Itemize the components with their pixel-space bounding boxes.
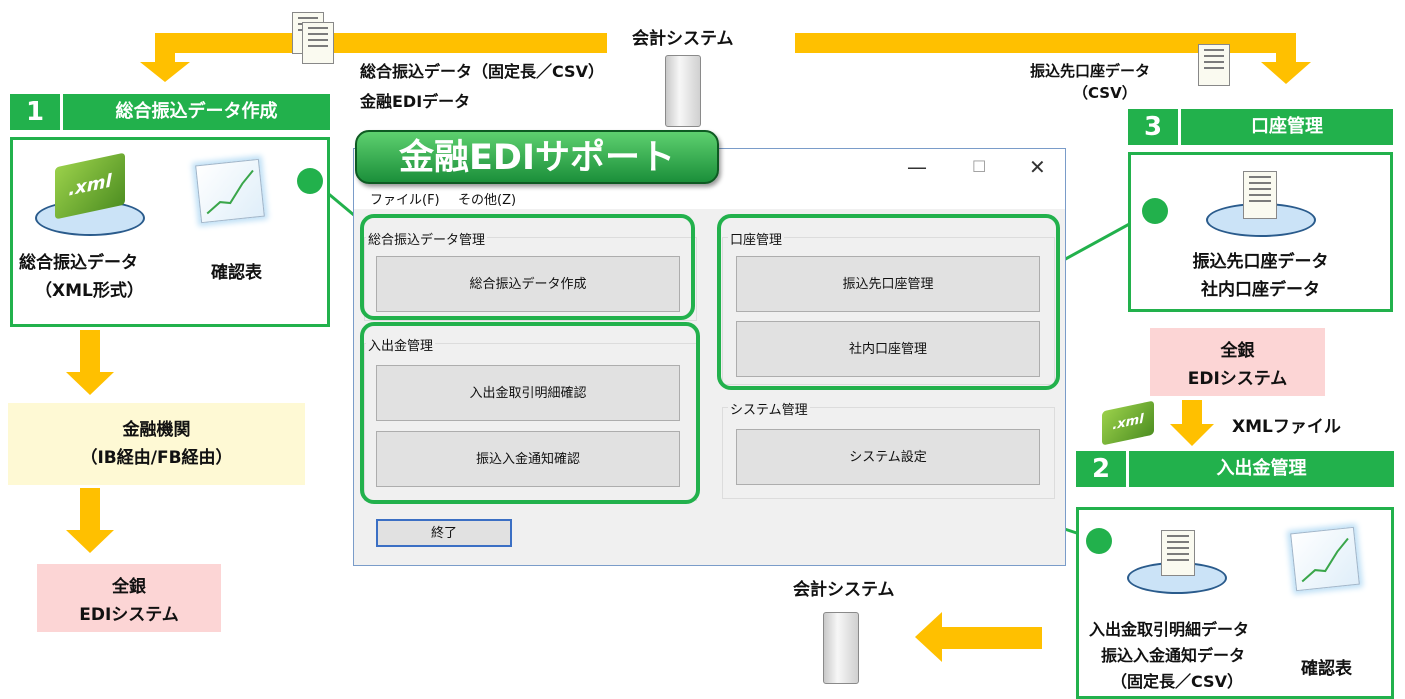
arrow-to-section1 [140, 33, 607, 82]
accounting-system-label-bottom: 会計システム [793, 580, 895, 600]
highlight-bulk-transfer [360, 214, 695, 320]
payee-account-button[interactable]: 振込先口座管理 [736, 256, 1040, 312]
group-inout-title: 入出金管理 [366, 335, 436, 354]
group-bulk-transfer-title: 総合振込データ管理 [366, 229, 488, 248]
format-label: （固定長／CSV） [1111, 672, 1243, 691]
highlight-inout [360, 322, 700, 504]
section3-connector-dot [1142, 198, 1168, 224]
exit-button[interactable]: 終了 [376, 519, 512, 547]
section1-connector-dot [297, 168, 323, 194]
section3-number: 3 [1128, 109, 1181, 145]
section3-title: 口座管理 [1251, 116, 1323, 137]
transaction-statement-button[interactable]: 入出金取引明細確認 [376, 365, 680, 421]
section1-xml-label: 総合振込データ [19, 253, 138, 273]
zengin-edi-box-left: 全銀 EDIシステム [37, 564, 221, 632]
document-icon [1198, 44, 1230, 86]
arrow-to-section3 [795, 33, 1311, 84]
accounting-system-label-top: 会計システム [632, 29, 734, 49]
payee-account-data-label: 振込先口座データ [1030, 62, 1151, 80]
zengin-label-right: 全銀 [1220, 341, 1255, 361]
section1-report-label: 確認表 [211, 263, 262, 283]
financial-edi-data-label: 金融EDIデータ [360, 92, 471, 111]
group-bulk-transfer [364, 237, 697, 321]
section1-header: 1 総合振込データ作成 [10, 94, 330, 130]
app-title-badge: 金融EDIサポート [355, 130, 719, 184]
group-account [722, 237, 1055, 385]
menu-bar: ファイル(F) その他(Z) [354, 185, 1065, 209]
notice-data-label: 振込入金通知データ [1101, 646, 1246, 665]
chart-line-icon [206, 169, 254, 215]
bank-route-label: （IB経由/FB経由） [80, 448, 233, 468]
section1-title: 総合振込データ作成 [115, 101, 278, 122]
section1-xml-format-label: （XML形式） [35, 281, 144, 301]
highlight-account [717, 214, 1060, 390]
internal-account-button[interactable]: 社内口座管理 [736, 321, 1040, 377]
documents-icon [292, 12, 338, 72]
arrow-bank-to-edi [66, 488, 114, 553]
bulk-transfer-data-label: 総合振込データ（固定長／CSV） [360, 62, 604, 81]
group-system-title: システム管理 [728, 399, 810, 418]
group-account-title: 口座管理 [728, 229, 785, 248]
section2-title: 入出金管理 [1216, 458, 1307, 479]
arrow-section1-to-bank [66, 330, 114, 395]
menu-file[interactable]: ファイル(F) [370, 193, 440, 208]
chart-report-icon [195, 158, 265, 224]
arrow-edi-to-section2 [1170, 400, 1214, 446]
section2-header: 2 入出金管理 [1076, 451, 1394, 487]
edi-system-label-left: EDIシステム [79, 605, 179, 625]
section2-box: 入出金取引明細データ 振込入金通知データ （固定長／CSV） 確認表 [1076, 507, 1394, 699]
section2-connector-dot [1086, 528, 1112, 554]
section3-box: 振込先口座データ 社内口座データ [1128, 152, 1393, 312]
server-icon [665, 55, 701, 127]
document-icon [1243, 171, 1277, 219]
transfer-notice-button[interactable]: 振込入金通知確認 [376, 431, 680, 487]
section2-number: 2 [1076, 451, 1129, 487]
group-system [722, 407, 1055, 499]
section3-payee-label: 振込先口座データ [1192, 252, 1329, 272]
server-icon [823, 612, 859, 684]
chart-report-icon [1290, 526, 1360, 592]
system-settings-button[interactable]: システム設定 [736, 429, 1040, 485]
arrow-to-bottom-accounting [915, 612, 1042, 662]
section2-report-label: 確認表 [1301, 659, 1352, 679]
zengin-label-left: 全銀 [112, 577, 146, 597]
csv-label: （CSV） [1073, 84, 1137, 102]
minimize-button[interactable]: — [907, 155, 927, 179]
create-bulk-transfer-button[interactable]: 総合振込データ作成 [376, 256, 680, 312]
edi-system-label-right: EDIシステム [1187, 369, 1288, 389]
xml-file-label: XMLファイル [1232, 417, 1341, 437]
chart-line-icon [1301, 537, 1349, 583]
menu-other[interactable]: その他(Z) [458, 193, 517, 208]
section3-internal-label: 社内口座データ [1201, 280, 1320, 300]
statement-data-label: 入出金取引明細データ [1089, 620, 1250, 639]
section3-header: 3 口座管理 [1128, 109, 1393, 145]
section1-number: 1 [10, 94, 63, 130]
bank-label: 金融機関 [122, 420, 191, 440]
maximize-button[interactable]: ☐ [972, 157, 987, 176]
document-icon [1161, 530, 1195, 576]
zengin-edi-box-right: 全銀 EDIシステム [1150, 328, 1325, 396]
close-button[interactable]: ✕ [1029, 155, 1046, 179]
section1-box: .xml 総合振込データ （XML形式） 確認表 [10, 137, 330, 327]
financial-institution-box: 金融機関 （IB経由/FB経由） [8, 403, 305, 485]
